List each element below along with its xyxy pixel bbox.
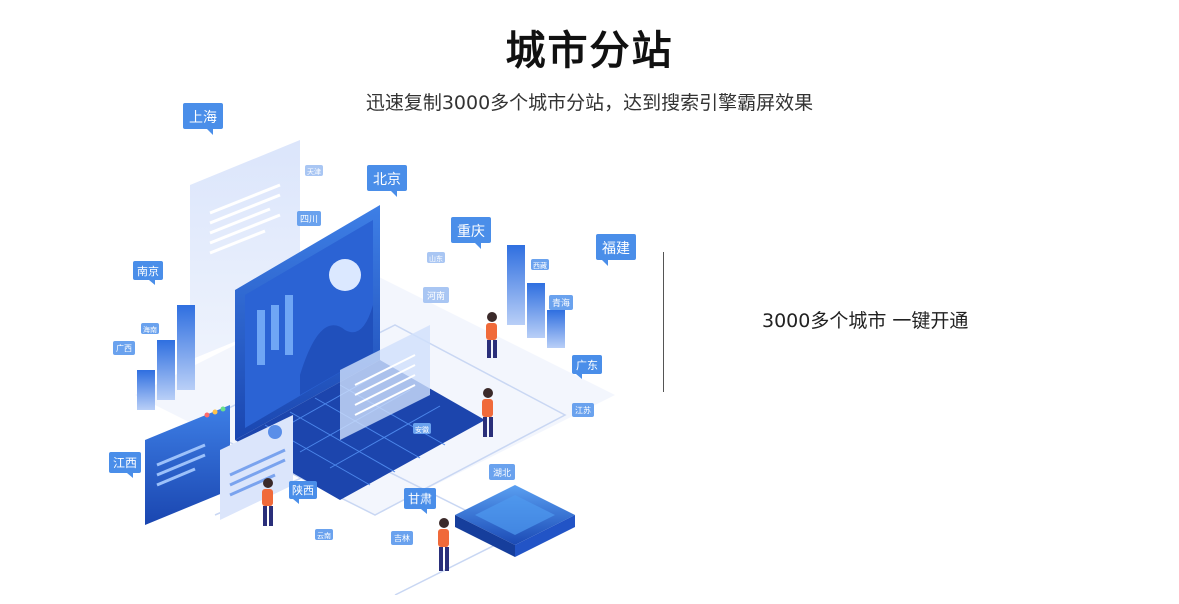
city-tag-label: 上海 <box>189 110 217 126</box>
city-tag-label: 江西 <box>113 456 137 470</box>
city-tag-fujian: 福建 <box>596 234 636 266</box>
city-tag-label: 江苏 <box>575 405 591 415</box>
bar-towers-left <box>137 305 195 410</box>
city-tag-shandong: 山东 <box>427 252 445 263</box>
city-tag-jilin: 吉林 <box>391 531 413 545</box>
page-subtitle: 迅速复制3000多个城市分站，达到搜索引擎霸屏效果 <box>365 92 814 114</box>
city-tag-label: 南京 <box>137 264 159 278</box>
city-tag-gansu: 甘肃 <box>404 488 436 514</box>
city-tag-label: 吉林 <box>394 533 410 543</box>
city-tag-nanjing: 南京 <box>133 261 163 285</box>
person-figure <box>482 388 493 437</box>
city-tag-label: 湖北 <box>493 468 511 479</box>
city-tag-jiangsu: 江苏 <box>572 403 594 417</box>
data-platform <box>455 485 575 557</box>
bar-towers-right <box>507 245 565 348</box>
city-tag-henan: 河南 <box>423 287 449 303</box>
feature-text: 3000多个城市 一键开通 <box>762 310 969 332</box>
city-tag-yunnan: 云南 <box>315 529 333 540</box>
city-tag-label: 河南 <box>427 290 445 302</box>
city-tag-guangxi: 广西 <box>113 341 135 355</box>
city-tag-guangdong: 广东 <box>572 355 602 379</box>
person-figure <box>262 478 273 526</box>
city-tag-tibet: 西藏 <box>531 259 549 270</box>
city-tag-hainan: 海南 <box>141 323 159 334</box>
city-tag-tianjin: 天津 <box>305 165 323 176</box>
city-tag-label: 广西 <box>116 343 132 353</box>
city-tag-shaanxi: 陕西 <box>289 481 317 504</box>
city-tag-label: 安徽 <box>415 425 429 434</box>
city-tag-shanghai: 上海 <box>183 103 223 135</box>
city-tag-label: 青海 <box>552 297 570 309</box>
person-figure <box>438 518 449 571</box>
city-tag-label: 海南 <box>143 325 157 334</box>
city-tag-label: 四川 <box>300 215 318 225</box>
city-network-illustration: 上海 北京 重庆 福建 南京 广东 江西 陕西 甘肃 <box>109 103 636 595</box>
city-tag-label: 广东 <box>576 359 598 372</box>
city-tag-label: 陕西 <box>292 483 314 497</box>
city-tag-jiangxi: 江西 <box>109 452 141 478</box>
city-tag-label: 甘肃 <box>408 492 432 506</box>
browser-window <box>145 405 293 525</box>
city-tag-label: 重庆 <box>457 224 485 240</box>
person-figure <box>486 312 497 358</box>
city-tag-hubei: 湖北 <box>489 464 515 480</box>
city-tag-label: 北京 <box>373 172 401 188</box>
city-tag-qinghai: 青海 <box>549 295 573 310</box>
city-tag-label: 天津 <box>307 168 321 176</box>
divider-line <box>663 252 664 392</box>
city-tag-label: 云南 <box>317 531 331 540</box>
city-tag-sichuan: 四川 <box>297 211 321 226</box>
city-tag-anhui: 安徽 <box>413 423 431 434</box>
city-tag-label: 西藏 <box>533 261 547 270</box>
laptop <box>235 205 485 500</box>
city-tag-label: 山东 <box>429 254 443 263</box>
city-tag-chongqing: 重庆 <box>451 217 491 249</box>
page-title: 城市分站 <box>505 28 674 74</box>
city-tag-label: 福建 <box>602 241 630 257</box>
city-tag-beijing: 北京 <box>367 165 407 197</box>
